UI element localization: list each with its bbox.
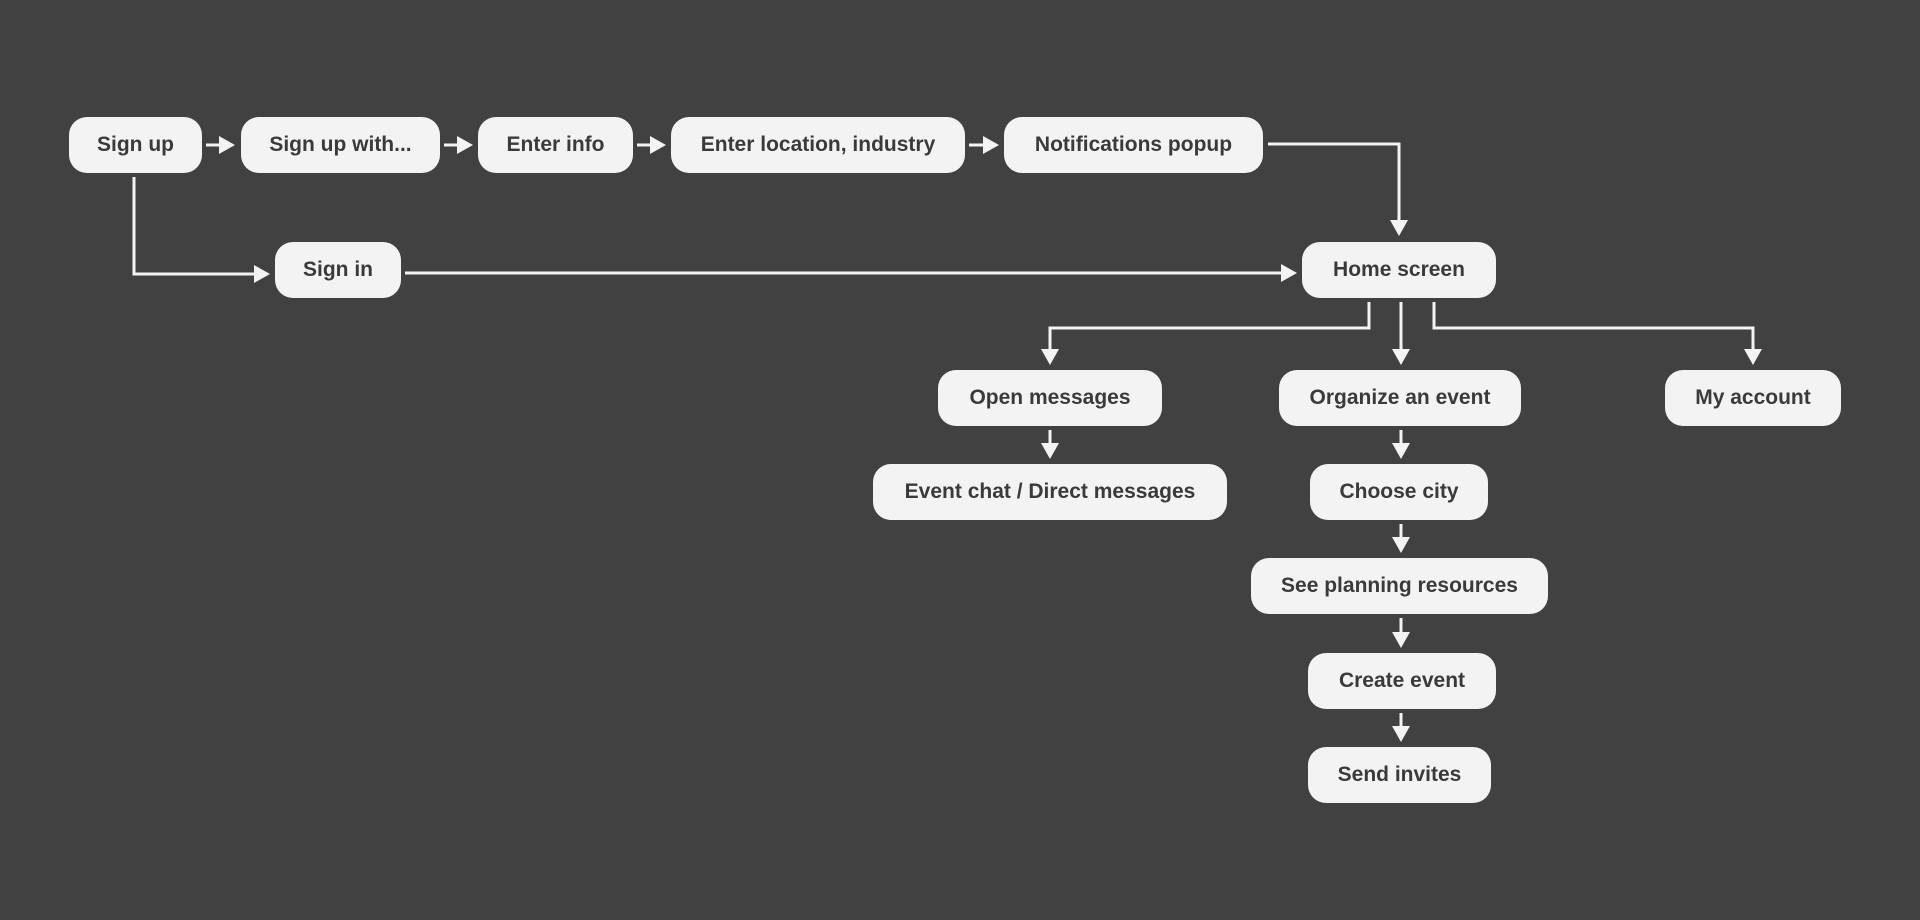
node-notifications-popup[interactable]: Notifications popup (1004, 117, 1263, 173)
edge-signupwith-to-enterinfo-arrowhead (457, 136, 473, 154)
edge-home-to-account-arrowhead (1744, 349, 1762, 365)
edge-enterinfo-to-location-arrowhead (650, 136, 666, 154)
node-event-chat[interactable]: Event chat / Direct messages (873, 464, 1227, 520)
node-home-screen[interactable]: Home screen (1302, 242, 1496, 298)
node-sign-in[interactable]: Sign in (275, 242, 401, 298)
node-my-account[interactable]: My account (1665, 370, 1841, 426)
edge-signin-to-home-arrowhead (1281, 264, 1297, 282)
edge-location-to-notifications-arrowhead (983, 136, 999, 154)
node-enter-location-industry[interactable]: Enter location, industry (671, 117, 965, 173)
edge-organize-to-city-arrowhead (1392, 443, 1410, 459)
node-choose-city[interactable]: Choose city (1310, 464, 1488, 520)
node-organize-event[interactable]: Organize an event (1279, 370, 1521, 426)
node-enter-info[interactable]: Enter info (478, 117, 633, 173)
edge-home-to-messages-arrowhead (1041, 349, 1059, 365)
edge-messages-to-chat-arrowhead (1041, 443, 1059, 459)
edge-signup-to-signin-line (132, 177, 258, 276)
edge-home-to-account-line (1432, 302, 1755, 353)
node-create-event[interactable]: Create event (1308, 653, 1496, 709)
node-sign-up[interactable]: Sign up (69, 117, 202, 173)
edge-resources-to-create-arrowhead (1392, 632, 1410, 648)
edge-city-to-resources-arrowhead (1392, 537, 1410, 553)
node-sign-up-with[interactable]: Sign up with... (241, 117, 440, 173)
edge-notifications-to-home-line (1268, 142, 1401, 224)
node-planning-resources[interactable]: See planning resources (1251, 558, 1548, 614)
edge-signup-to-signin-arrowhead (254, 265, 270, 283)
edge-home-to-organize-arrowhead (1392, 349, 1410, 365)
node-send-invites[interactable]: Send invites (1308, 747, 1491, 803)
node-open-messages[interactable]: Open messages (938, 370, 1162, 426)
edge-home-to-messages-line (1048, 302, 1371, 353)
edge-notifications-to-home-arrowhead (1390, 220, 1408, 236)
edge-create-to-invites-arrowhead (1392, 726, 1410, 742)
edge-signup-to-signupwith-arrowhead (219, 136, 235, 154)
